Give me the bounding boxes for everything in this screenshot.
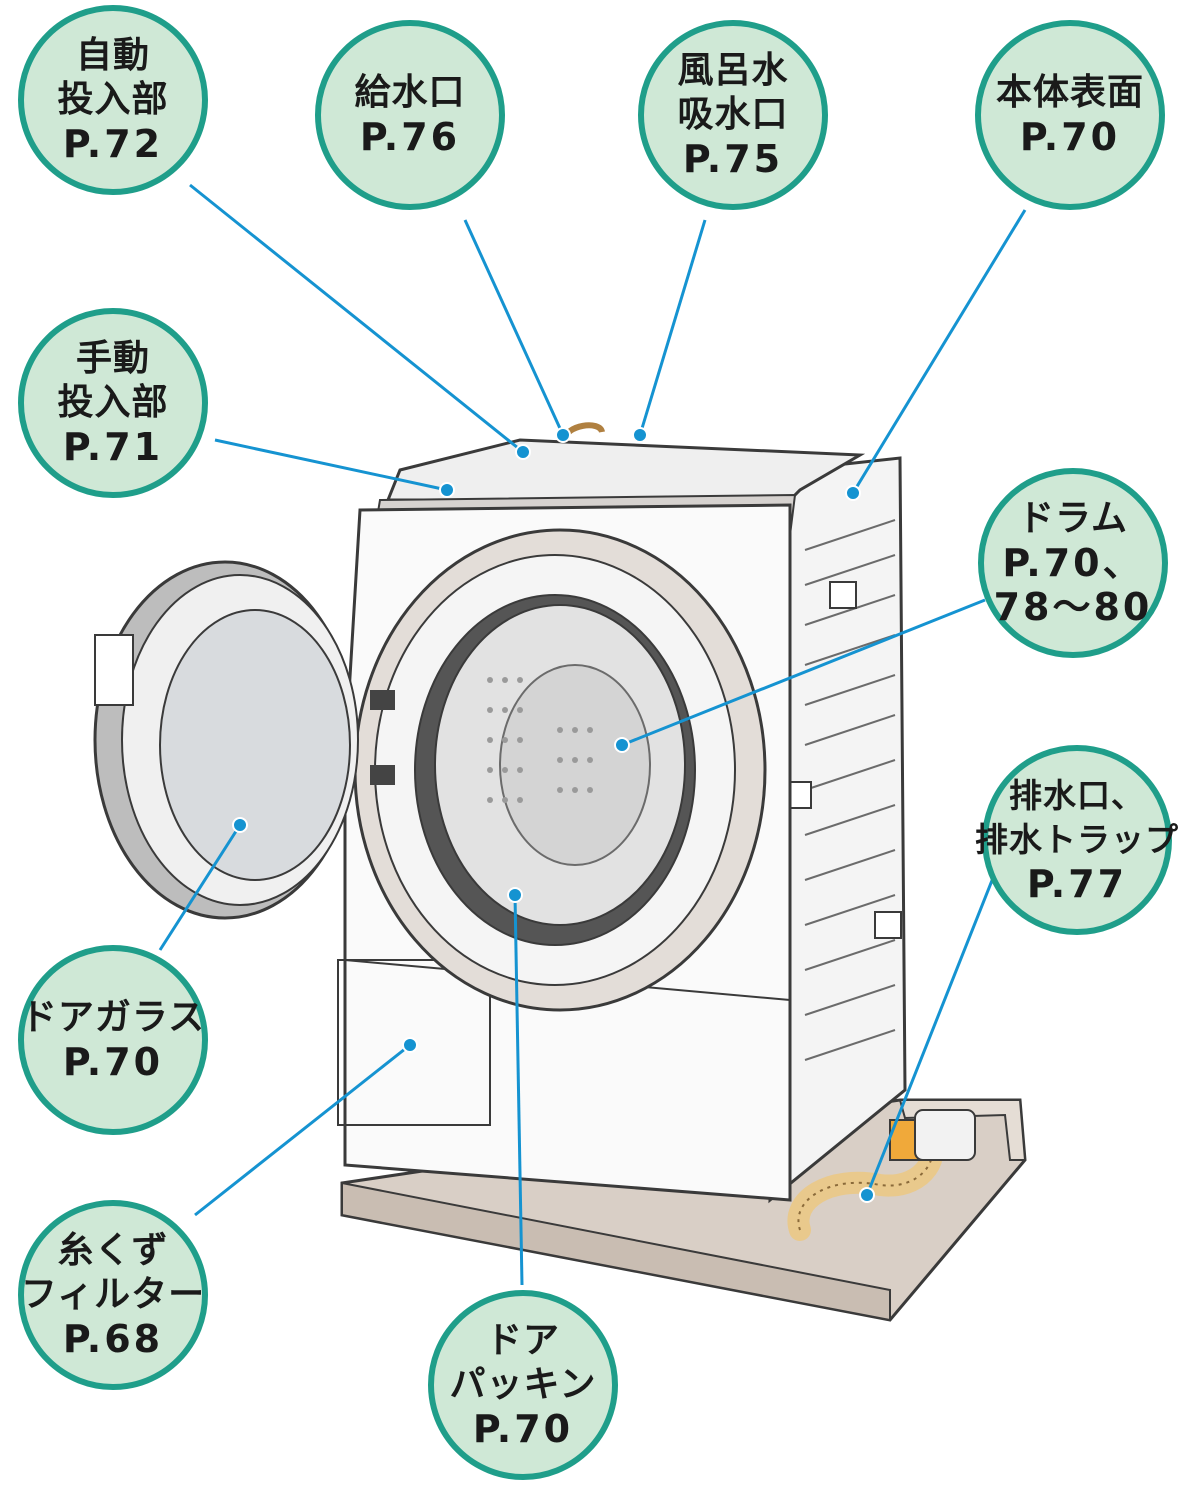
callout-label: ドアガラス: [20, 997, 206, 1038]
callout-manual-dispenser: 手動 投入部 P.71: [18, 308, 208, 498]
callout-body-surface: 本体表面 P.70: [975, 20, 1165, 210]
callout-label: 本体表面: [995, 72, 1144, 113]
callout-door-packing: ドア パッキン P.70: [428, 1290, 618, 1480]
callout-drum: ドラム P.70、 78～80: [978, 468, 1168, 658]
callout-page: P.71: [62, 425, 164, 469]
callout-label: 排水口、: [1009, 776, 1145, 815]
callout-label: 給水口: [354, 72, 466, 113]
callout-label: 糸くず: [57, 1230, 169, 1271]
callout-page: P.70: [472, 1407, 574, 1451]
door: [93, 560, 395, 920]
callout-page: P.70: [1019, 115, 1121, 159]
callout-door-glass: ドアガラス P.70: [18, 945, 208, 1135]
callout-label: ドア: [485, 1320, 560, 1361]
callout-label: ドラム: [1018, 498, 1128, 539]
callout-label: 投入部: [57, 79, 169, 120]
callout-bath-water-inlet: 風呂水 吸水口 P.75: [638, 20, 828, 210]
callout-label: 手動: [75, 338, 150, 379]
callout-label: 投入部: [57, 382, 169, 423]
callout-water-inlet: 給水口 P.76: [315, 20, 505, 210]
callout-auto-dispenser: 自動 投入部 P.72: [18, 5, 208, 195]
callout-label: 風呂水: [677, 50, 789, 91]
callout-lint-filter: 糸くず フィルター P.68: [18, 1200, 208, 1390]
callout-page: P.70、: [1002, 541, 1144, 585]
callout-label: 排水トラップ: [975, 820, 1178, 859]
callout-label: 吸水口: [677, 94, 789, 135]
callout-label: パッキン: [449, 1364, 597, 1405]
drum-opening: [353, 528, 767, 1012]
callout-page: P.75: [682, 137, 784, 181]
cabinet-side: [768, 456, 907, 1204]
callout-page: P.76: [359, 115, 461, 159]
callout-drain-outlet: 排水口、 排水トラップ P.77: [975, 745, 1178, 935]
callout-label: 自動: [75, 35, 150, 76]
callout-page: P.70: [62, 1040, 164, 1084]
drain-hose: [787, 1109, 976, 1241]
callout-page: P.77: [1026, 862, 1128, 906]
leader-dots: [232, 427, 875, 1203]
callout-page: 78～80: [993, 585, 1153, 629]
callout-page: P.68: [62, 1317, 164, 1361]
callout-label: フィルター: [20, 1274, 206, 1315]
callout-page: P.72: [62, 122, 164, 166]
